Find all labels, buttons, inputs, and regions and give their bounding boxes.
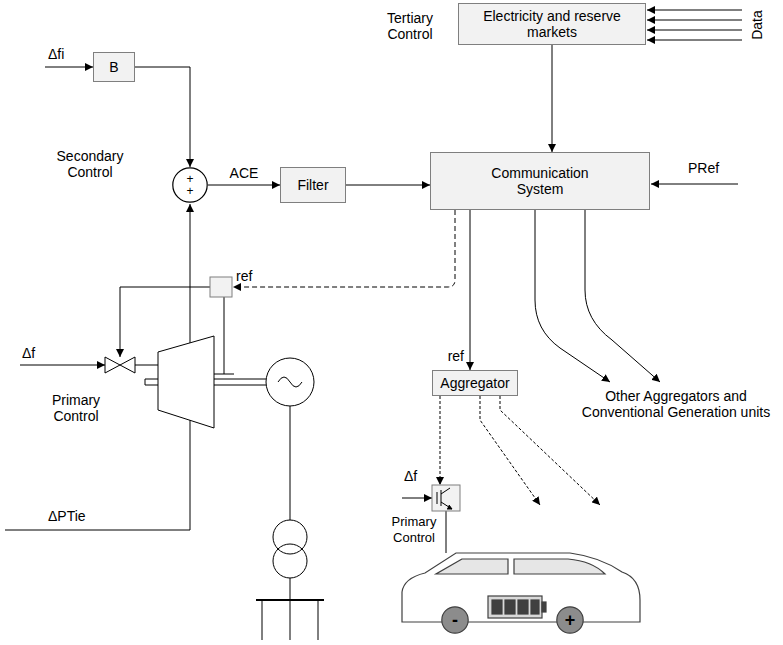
electric-vehicle-part bbox=[488, 596, 542, 618]
governor-valve-part bbox=[105, 357, 120, 373]
outline-circle bbox=[442, 607, 468, 633]
signal-lines-part bbox=[585, 210, 660, 382]
power-converter-part bbox=[441, 488, 450, 494]
signal-connector bbox=[346, 185, 430, 186]
node-text: + bbox=[186, 173, 193, 185]
tier-label: Secondary Control bbox=[46, 148, 134, 180]
signal-lines-part bbox=[135, 365, 158, 366]
signal-connector bbox=[208, 185, 280, 186]
signal-connector bbox=[135, 67, 190, 167]
turbine-generator-part bbox=[145, 379, 146, 385]
node-text: Aggregator bbox=[440, 375, 509, 391]
node-text: Filter bbox=[297, 177, 328, 193]
power-converter-part bbox=[447, 505, 452, 509]
power-converter bbox=[432, 485, 460, 511]
signal-lines-part bbox=[402, 498, 432, 499]
turbine-generator-part bbox=[266, 358, 314, 406]
node-text: Electricity and reserve markets bbox=[465, 8, 639, 40]
target-label: Other Aggregators and Conventional Gener… bbox=[572, 388, 780, 420]
signal-name: ΔPTie bbox=[48, 508, 86, 524]
signal-name: Δf bbox=[404, 468, 417, 484]
node-text: + bbox=[565, 611, 576, 629]
signal-name: PRef bbox=[688, 160, 719, 176]
turbine-generator-part bbox=[318, 600, 319, 640]
outline-circle bbox=[557, 607, 583, 633]
signal-lines-part bbox=[45, 67, 93, 68]
signal-lines bbox=[5, 67, 738, 553]
electric-vehicle-part bbox=[436, 559, 508, 574]
signal-lines-part bbox=[20, 365, 105, 366]
outline-circle bbox=[173, 168, 207, 202]
signal-lines-part bbox=[480, 396, 540, 505]
electric-vehicle-part bbox=[505, 600, 515, 614]
power-converter-part bbox=[432, 485, 460, 511]
node-text: - bbox=[452, 611, 458, 629]
battery-terminal: - bbox=[441, 606, 469, 634]
signal-name: ref bbox=[236, 268, 252, 284]
governor-valve bbox=[105, 357, 135, 373]
power-converter-part bbox=[441, 490, 442, 506]
connector-label: ACE bbox=[229, 165, 260, 181]
node-text: Communication System bbox=[480, 165, 600, 197]
signal-lines-part bbox=[651, 184, 738, 185]
power-converter-part bbox=[441, 502, 452, 509]
electric-vehicle-part bbox=[514, 559, 605, 574]
turbine-generator-part bbox=[290, 600, 291, 640]
node-text: B bbox=[109, 59, 118, 75]
connector-label: ref bbox=[447, 348, 465, 364]
electric-vehicle-part bbox=[542, 602, 546, 612]
aggregator-box: Aggregator bbox=[432, 370, 518, 396]
turbine-generator-part bbox=[290, 578, 291, 600]
signal-name: Δfi bbox=[48, 46, 64, 62]
control-label: Primary Control bbox=[36, 392, 116, 424]
signal-lines-part bbox=[224, 297, 225, 374]
reference-summing-box bbox=[210, 277, 232, 297]
data-arrows bbox=[647, 10, 742, 40]
battery-terminal: + bbox=[556, 606, 584, 634]
power-converter-part bbox=[437, 492, 438, 504]
market-box: Electricity and reserve markets bbox=[458, 3, 646, 45]
data-arrows-part bbox=[647, 20, 742, 21]
electric-vehicle-part bbox=[518, 600, 528, 614]
turbine-generator-part bbox=[158, 336, 214, 428]
turbine-generator bbox=[145, 336, 324, 640]
governor-valve-part bbox=[120, 357, 135, 373]
node-text: + bbox=[186, 185, 193, 197]
signal-lines-part bbox=[233, 210, 455, 287]
data-arrows-part bbox=[647, 40, 742, 41]
signal-lines-part bbox=[214, 374, 234, 375]
filter-box: Filter bbox=[280, 167, 346, 203]
control-label: Primary Control bbox=[386, 514, 442, 546]
summing-junction: ++ bbox=[172, 167, 208, 203]
turbine-generator-part bbox=[278, 377, 302, 387]
turbine-generator-part bbox=[262, 600, 263, 640]
data-arrows-part bbox=[647, 30, 742, 31]
signal-connector bbox=[552, 45, 553, 152]
signal-lines-part bbox=[446, 511, 447, 553]
electric-vehicle-part bbox=[492, 600, 502, 614]
signal-lines-part bbox=[440, 396, 441, 485]
electric-vehicle-part bbox=[402, 553, 640, 622]
turbine-generator-part bbox=[290, 406, 291, 520]
signal-name: Δf bbox=[22, 345, 35, 361]
input-label: Data bbox=[749, 10, 765, 40]
communication-box: Communication System bbox=[430, 152, 650, 210]
signal-connector bbox=[470, 210, 471, 370]
tier-label: Tertiary Control bbox=[368, 10, 452, 42]
turbine-generator-part bbox=[273, 544, 307, 578]
electric-vehicle-part bbox=[531, 600, 539, 614]
signal-lines-part bbox=[535, 210, 610, 382]
electric-vehicle bbox=[402, 553, 640, 622]
data-arrows-part bbox=[647, 10, 742, 11]
gain-box: B bbox=[93, 52, 135, 82]
